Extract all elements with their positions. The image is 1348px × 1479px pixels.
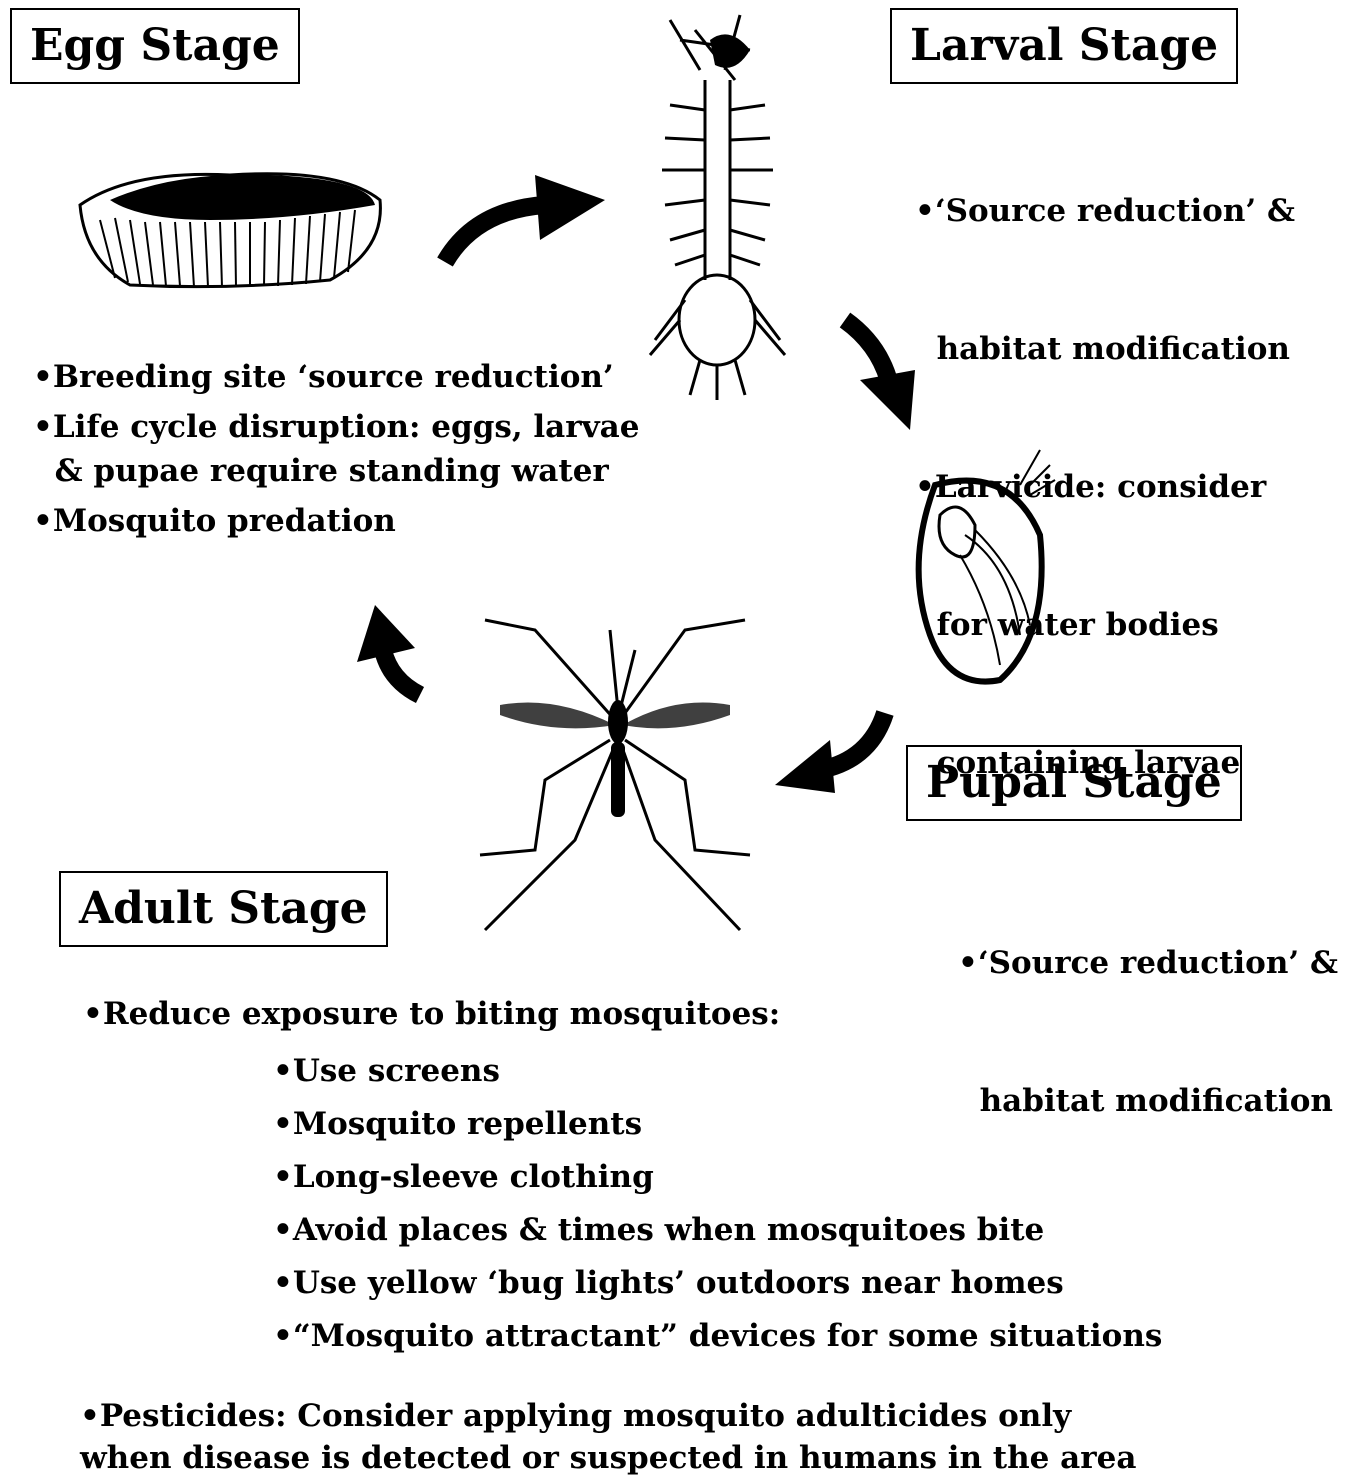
arrow-egg-to-larva [435,170,610,270]
larval-bullet-1: •‘Source reduction’ & [915,188,1295,234]
adult-subitem-screens: •Use screens [273,1045,1162,1098]
arrow-larva-to-pupa [835,310,920,435]
egg-bullet-2: •Life cycle disruption: eggs, larvae [33,402,639,452]
pesticide-line-1: •Pesticides: Consider applying mosquito … [80,1395,1136,1437]
adult-subitem-attractant: •“Mosquito attractant” devices for some … [273,1310,1162,1363]
adult-subitem-bug-lights: •Use yellow ‘bug lights’ outdoors near h… [273,1257,1162,1310]
larval-stage-title: Larval Stage [890,8,1238,84]
larval-bullet-2-cont-b: containing larvae [915,740,1295,786]
adult-subitem-avoid: •Avoid places & times when mosquitoes bi… [273,1204,1162,1257]
larva-illustration [640,10,790,405]
adult-stage-title: Adult Stage [59,871,388,947]
larval-bullet-2: •Larvicide: consider [915,464,1295,510]
larval-stage-bullets: •‘Source reduction’ & habitat modificati… [915,96,1295,832]
egg-bullet-2-cont: & pupae require standing water [33,446,639,496]
adult-mosquito-illustration [475,610,755,940]
adult-stage-subitems: •Use screens •Mosquito repellents •Long-… [273,1045,1162,1363]
egg-stage-bullets: •Breeding site ‘source reduction’ •Life … [33,352,639,546]
larval-bullet-2-cont-a: for water bodies [915,602,1295,648]
egg-illustration [70,160,390,295]
larval-bullet-1-cont: habitat modification [915,326,1295,372]
arrow-pupa-to-adult [770,705,895,800]
arrow-adult-to-egg [355,600,430,705]
adult-subitem-clothing: •Long-sleeve clothing [273,1151,1162,1204]
pupal-bullet-1: •‘Source reduction’ & [958,940,1338,986]
adult-stage-intro: •Reduce exposure to biting mosquitoes: [83,992,780,1036]
adult-subitem-repellents: •Mosquito repellents [273,1098,1162,1151]
egg-bullet-1: •Breeding site ‘source reduction’ [33,352,639,402]
egg-bullet-3: •Mosquito predation [33,496,639,546]
egg-stage-title: Egg Stage [10,8,300,84]
pesticide-line-2: when disease is detected or suspected in… [80,1437,1136,1479]
adult-pesticide-note: •Pesticides: Consider applying mosquito … [80,1395,1136,1479]
